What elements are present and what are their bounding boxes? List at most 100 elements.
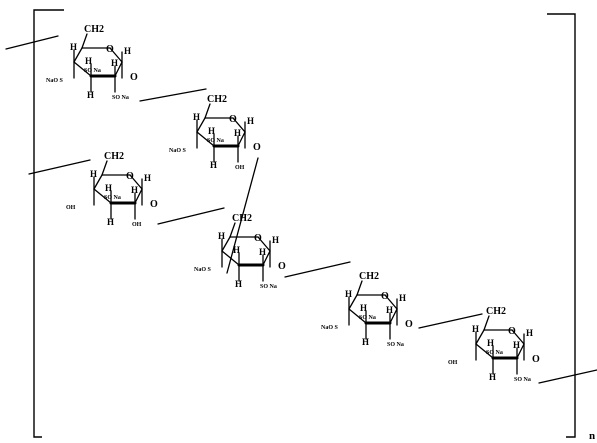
ring-bond-c1-c2: [237, 131, 246, 147]
sulfonate-inner: SO Na: [104, 195, 121, 201]
h-upper-right: H: [111, 58, 118, 68]
repeat-subscript-n: n: [589, 430, 595, 442]
bridge-stem: [81, 33, 88, 49]
h-left: H: [208, 126, 215, 136]
ring-bond-o-c1: [257, 236, 271, 252]
ring-bond-c4-c5: [348, 294, 358, 310]
right-bracket: [547, 13, 576, 438]
ring-bond-c3-c4: [196, 131, 215, 147]
h-upper-left: H: [90, 169, 97, 179]
ring-bond-c3-c4: [73, 61, 92, 77]
ring-oxygen: O: [106, 44, 114, 55]
h-right: H: [124, 46, 131, 56]
h-lower-left: H: [362, 337, 369, 347]
ring-bond-c3-c4: [221, 250, 240, 266]
h-left: H: [105, 183, 112, 193]
h-right: H: [526, 328, 533, 338]
ring-bond-c4-c5: [73, 47, 83, 63]
h-right: H: [399, 293, 406, 303]
chain-linkages: [5, 35, 597, 384]
link-1-2: [139, 88, 207, 102]
h-left: H: [487, 338, 494, 348]
bridge-label: CH2: [232, 213, 252, 224]
h-upper-left: H: [70, 42, 77, 52]
bridge-stem: [229, 222, 236, 238]
ring-bond-c4-c5: [221, 236, 231, 252]
ring-oxygen: O: [229, 114, 237, 125]
ring-bond-c1-c2: [134, 188, 143, 204]
h-upper-right: H: [513, 340, 520, 350]
h-upper-left: H: [345, 289, 352, 299]
h-lower-left: H: [107, 217, 114, 227]
glycosidic-oxygen: O: [532, 354, 540, 365]
ring-bond-c4-c5: [93, 174, 103, 190]
substituent-left: NaO S: [169, 148, 187, 154]
sulfonate-inner: SO Na: [359, 315, 376, 321]
ring-bond-o-c1: [384, 294, 398, 310]
h-lower-left: H: [489, 372, 496, 382]
h-left: H: [360, 303, 367, 313]
ring-bond-o-c1: [232, 117, 246, 133]
ring-bond-c4-c5: [475, 329, 485, 345]
bridge-stem: [101, 160, 108, 176]
h-right: H: [247, 116, 254, 126]
ring-bond-o-c1: [511, 329, 525, 345]
h-lower-left: H: [210, 160, 217, 170]
bridge-label: CH2: [84, 24, 104, 35]
ring-bond-c1-c2: [114, 61, 123, 77]
h-upper-left: H: [193, 112, 200, 122]
bridge-label: CH2: [207, 94, 227, 105]
substituent-lower-right: OH: [235, 165, 245, 171]
substituent-left: NaO S: [46, 78, 64, 84]
glycosidic-oxygen: O: [253, 142, 261, 153]
h-upper-right: H: [234, 128, 241, 138]
glycosidic-oxygen: O: [278, 261, 286, 272]
h-right: H: [144, 173, 151, 183]
ring-oxygen: O: [254, 233, 262, 244]
link-2-4: [226, 157, 259, 274]
substituent-left: NaO S: [321, 325, 339, 331]
bridge-stem: [483, 315, 490, 331]
ring-bond-c4-c5: [196, 117, 206, 133]
bridge-label: CH2: [486, 306, 506, 317]
h-upper-left: H: [218, 231, 225, 241]
glycosidic-oxygen: O: [405, 319, 413, 330]
ring-bond-c1-c2: [262, 250, 271, 266]
h-upper-right: H: [131, 185, 138, 195]
glycosidic-oxygen: O: [150, 199, 158, 210]
ring-oxygen: O: [381, 291, 389, 302]
incoming-bond-middle: [28, 159, 91, 175]
link-5-6: [418, 313, 483, 329]
h-left: H: [85, 56, 92, 66]
h-right: H: [272, 235, 279, 245]
h-left: H: [233, 245, 240, 255]
h-lower-left: H: [87, 90, 94, 100]
substituent-lower-right: SO Na: [260, 284, 277, 290]
ring-oxygen: O: [508, 326, 516, 337]
h-lower-left: H: [235, 279, 242, 289]
ring-bond-o-c1: [109, 47, 123, 63]
h-upper-right: H: [259, 247, 266, 257]
ring-bond-c3-c4: [475, 343, 494, 359]
ring-bond-c3-c4: [348, 308, 367, 324]
h-upper-right: H: [386, 305, 393, 315]
ring-bond-c3-c4: [93, 188, 112, 204]
bridge-label: CH2: [359, 271, 379, 282]
bridge-stem: [204, 103, 211, 119]
ring-bond-c1-c2: [389, 308, 398, 324]
sulfonate-inner: SO Na: [207, 138, 224, 144]
glycosidic-oxygen: O: [130, 72, 138, 83]
substituent-lower-right: SO Na: [514, 377, 531, 383]
outgoing-bond: [538, 369, 597, 384]
substituent-left: NaO S: [194, 267, 212, 273]
link-4-5: [284, 261, 351, 278]
substituent-lower-right: SO Na: [112, 95, 129, 101]
substituent-lower-right: OH: [132, 222, 142, 228]
